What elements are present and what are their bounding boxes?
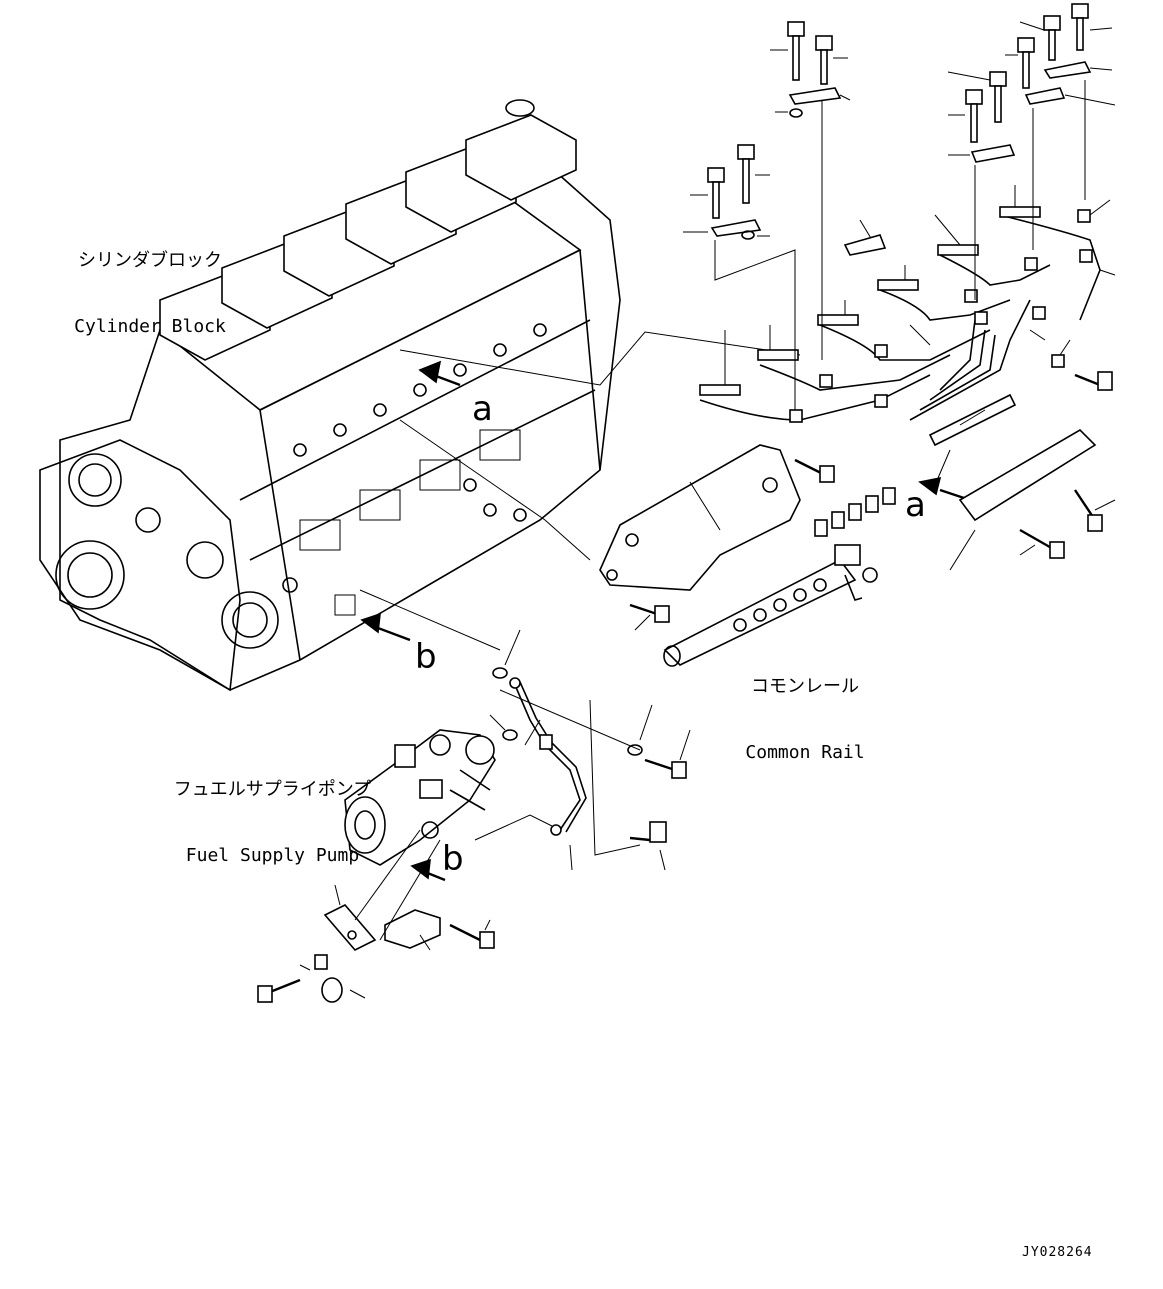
bracket-bolt bbox=[257, 978, 301, 1003]
cylinder-block-label: シリンダブロック Cylinder Block bbox=[50, 206, 250, 360]
cylinder-block bbox=[39, 99, 621, 692]
bolt bbox=[1071, 3, 1113, 51]
fuel-supply-pump-label: フュエルサプライポンプ Fuel Supply Pump bbox=[160, 735, 385, 889]
drawing-id: JY028264 bbox=[1022, 1245, 1093, 1260]
view-ref-b-block: b bbox=[415, 637, 437, 677]
bolt bbox=[1019, 15, 1061, 61]
fuel-supply-pump-label-en: Fuel Supply Pump bbox=[185, 845, 360, 866]
cylinder-block-label-ja: シリンダブロック bbox=[78, 250, 222, 271]
bolt bbox=[737, 144, 770, 204]
injection-pipes bbox=[699, 185, 1116, 426]
view-ref-a-block: a bbox=[472, 389, 493, 429]
bolt bbox=[770, 21, 805, 81]
view-ref-a-rail: a bbox=[905, 485, 926, 525]
clamp-bolt bbox=[1074, 371, 1113, 391]
fuel-supply-pump-label-ja: フュエルサプライポンプ bbox=[173, 779, 372, 800]
common-rail-label: コモンレール Common Rail bbox=[730, 632, 880, 786]
fuel-supply-pump bbox=[344, 729, 496, 866]
pump-bracket bbox=[257, 829, 495, 1003]
clamp-bolt bbox=[1019, 528, 1065, 559]
cylinder-block-label-en: Cylinder Block bbox=[74, 316, 226, 337]
rail-bolt bbox=[629, 603, 670, 623]
pump-fuel-line bbox=[489, 629, 691, 871]
assembly-leaders bbox=[359, 331, 801, 856]
bolt bbox=[690, 167, 725, 219]
bracket-bolt bbox=[449, 923, 495, 949]
common-rail-label-en: Common Rail bbox=[745, 742, 865, 763]
common-rail-assembly bbox=[599, 339, 1116, 667]
clamp-bolt bbox=[1074, 489, 1103, 532]
banjo-bolt bbox=[629, 821, 667, 843]
bolt bbox=[815, 35, 848, 85]
view-ref-b-pump: b bbox=[442, 839, 464, 879]
bolt bbox=[947, 71, 1007, 123]
bolt bbox=[1005, 37, 1035, 89]
rail-bolt bbox=[794, 458, 835, 483]
common-rail-label-ja: コモンレール bbox=[751, 676, 859, 697]
banjo-bolt bbox=[644, 758, 687, 779]
bolt bbox=[948, 89, 983, 143]
top-hardware bbox=[683, 3, 1116, 410]
